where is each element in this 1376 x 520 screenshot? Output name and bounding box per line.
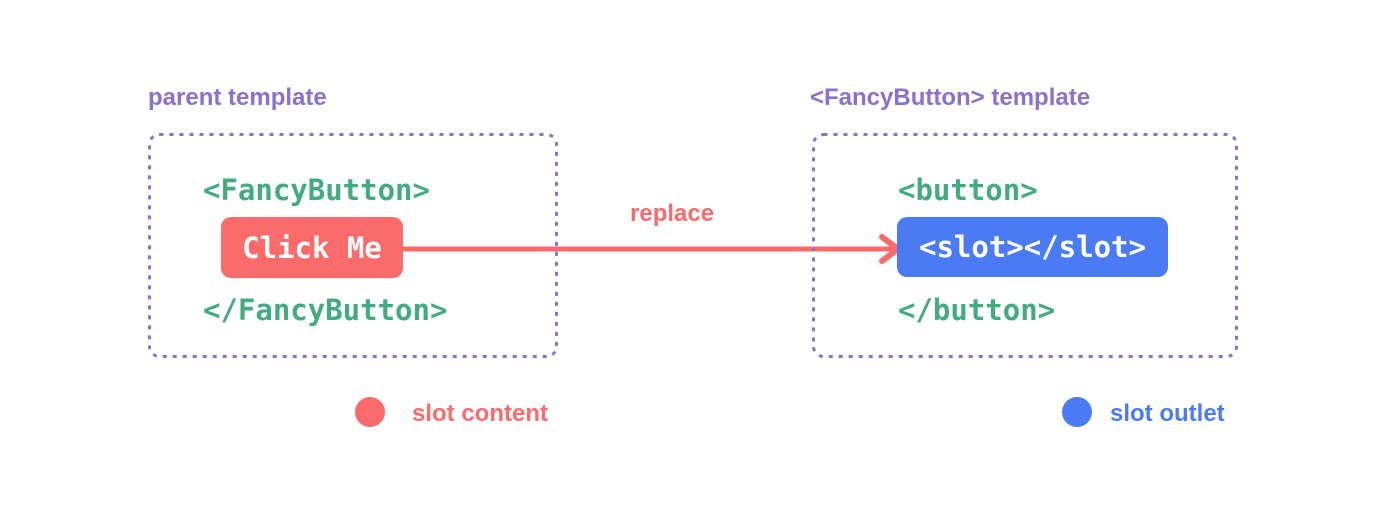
dashed-border-icon xyxy=(812,133,1238,358)
click-me-button: Click Me xyxy=(221,217,403,278)
parent-template-box: <FancyButton> Click Me </FancyButton> xyxy=(148,133,558,358)
click-me-button-label: Click Me xyxy=(242,230,382,265)
parent-open-tag-code: <FancyButton> xyxy=(203,173,430,207)
parent-close-tag-code: </FancyButton> xyxy=(203,293,448,327)
button-close-tag-code: </button> xyxy=(898,293,1056,327)
button-open-tag-code: <button> xyxy=(898,173,1038,207)
slot-outlet-dot-icon xyxy=(1062,397,1092,427)
slot-content-dot-icon xyxy=(355,397,385,427)
parent-template-title: parent template xyxy=(148,84,327,111)
slot-outlet-box: <slot></slot> xyxy=(897,217,1168,277)
slot-outlet-legend-label: slot outlet xyxy=(1110,400,1225,427)
dashed-border-icon xyxy=(148,133,558,358)
fancybutton-template-box: <button> <slot></slot> </button> xyxy=(812,133,1238,358)
replace-label: replace xyxy=(630,200,715,227)
slot-code-label: <slot></slot> xyxy=(919,230,1146,264)
slot-content-legend-label: slot content xyxy=(412,400,548,427)
fancybutton-template-title: <FancyButton> template xyxy=(810,84,1091,111)
